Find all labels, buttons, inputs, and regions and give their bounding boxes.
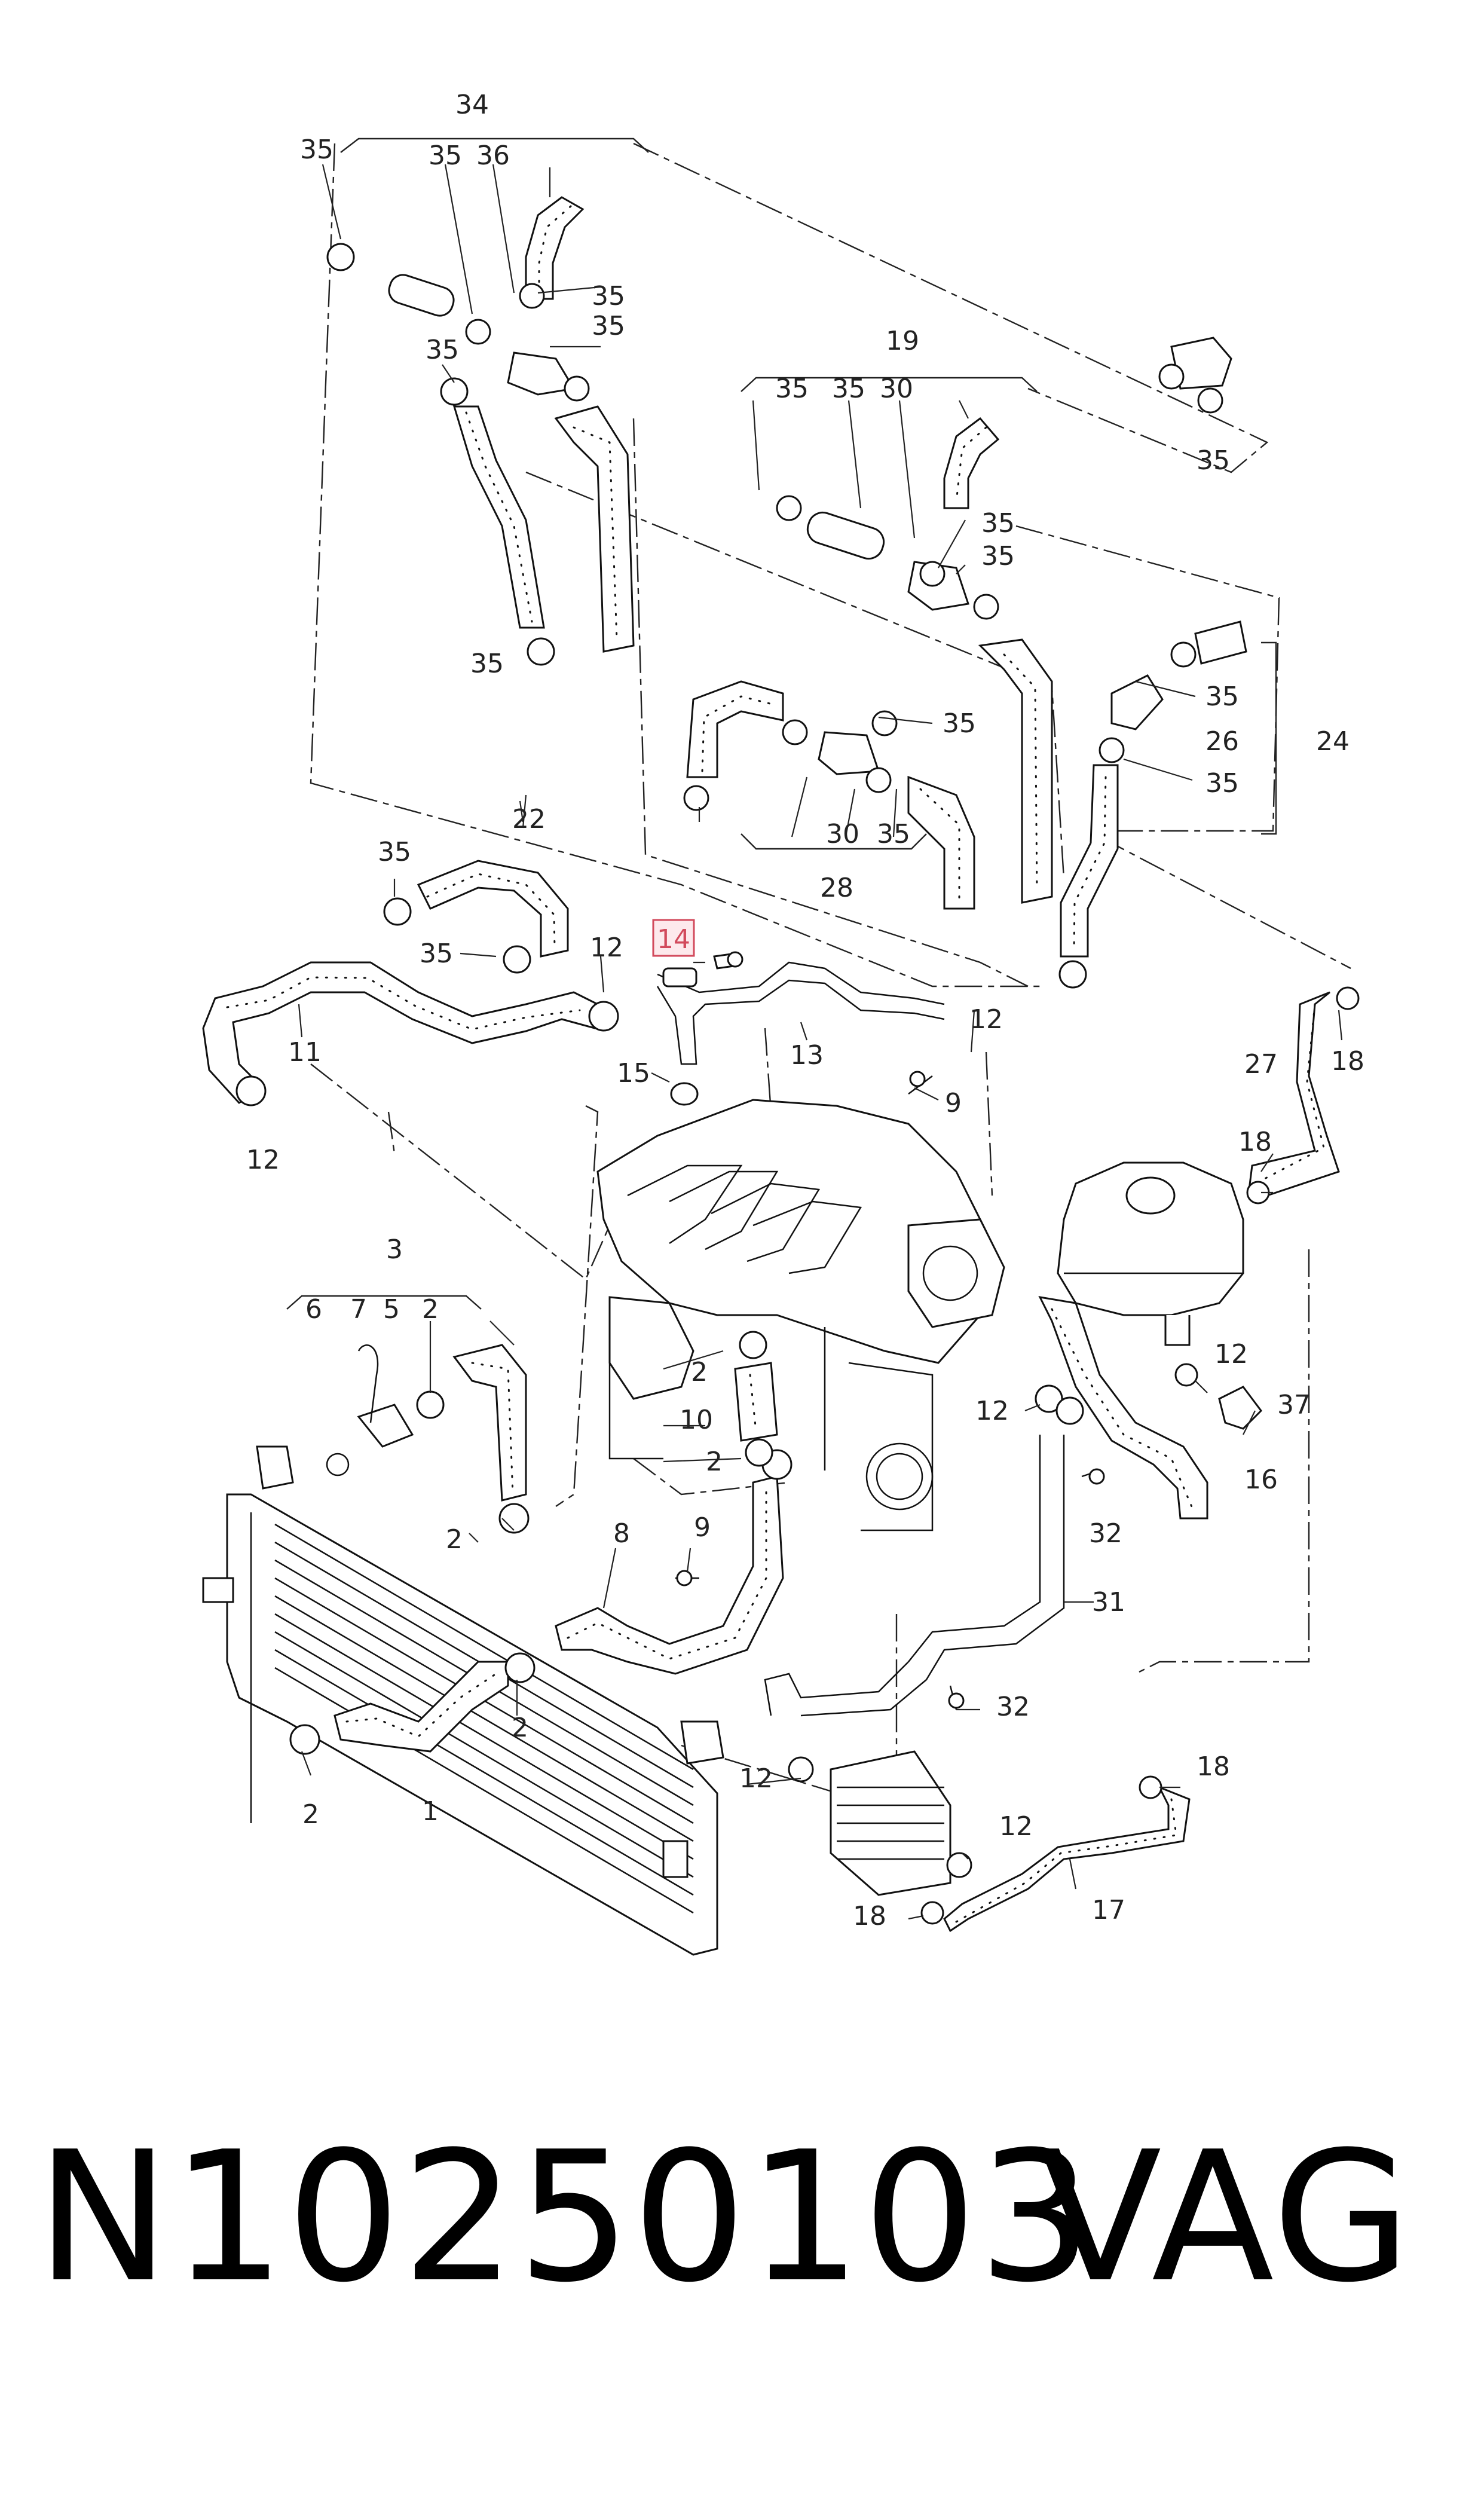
callout-18: 18 [1331, 1046, 1364, 1077]
callout-26: 26 [1205, 726, 1239, 757]
callout-2: 2 [446, 1524, 463, 1555]
callout-5: 5 [383, 1294, 400, 1325]
callout-16: 16 [1244, 1465, 1278, 1495]
callout-13: 13 [790, 1040, 824, 1071]
callout-35: 35 [877, 819, 910, 849]
callout-35: 35 [378, 837, 411, 867]
dashed-guide-lines [310, 142, 1351, 1812]
callout-2: 2 [512, 1713, 528, 1743]
brand-caption: VAG [1039, 2113, 1412, 2322]
hose-assembly-34 [326, 196, 635, 666]
hose-16 [1038, 1296, 1262, 1520]
callout-24: 24 [1316, 726, 1350, 757]
callout-31: 31 [1092, 1587, 1125, 1618]
callout-12: 12 [246, 1145, 280, 1175]
hose-27 [1246, 986, 1360, 1204]
callout-9: 9 [694, 1512, 711, 1543]
callout-22: 22 [512, 804, 546, 834]
callout-35: 35 [592, 311, 625, 341]
callout-32: 32 [1089, 1518, 1122, 1549]
callout-35: 35 [832, 374, 865, 404]
hose-assembly-19 [683, 417, 1053, 910]
callout-12: 12 [1214, 1339, 1248, 1369]
oil-cooler [788, 1750, 972, 1896]
highlighted-part-frame [652, 919, 695, 957]
callout-8: 8 [613, 1518, 630, 1549]
callout-35: 35 [429, 140, 462, 171]
pipe-31 [764, 1384, 1084, 1717]
leader-lines [298, 164, 1343, 1920]
hose-assembly-3 [326, 1344, 530, 1534]
callout-18: 18 [1197, 1751, 1230, 1782]
callout-18: 18 [1238, 1127, 1272, 1157]
callout-3: 3 [386, 1234, 403, 1265]
callout-35: 35 [981, 541, 1015, 571]
callout-labels: 34 35 35 36 35 35 35 35 19 35 35 30 35 3… [246, 90, 1364, 1931]
part-number-caption: N10250103 [36, 2113, 1094, 2322]
callout-12: 12 [969, 1004, 1003, 1035]
callout-6: 6 [305, 1294, 322, 1325]
callout-35: 35 [981, 508, 1015, 539]
callout-35: 35 [1205, 768, 1239, 799]
callout-18: 18 [853, 1901, 886, 1931]
group-brackets [286, 137, 1277, 1310]
hose-11 [202, 961, 619, 1106]
hose-assembly-22 [383, 860, 569, 974]
hose-10 [734, 1331, 778, 1467]
callout-14-highlighted: 14 [657, 924, 690, 955]
callout-15: 15 [617, 1058, 650, 1089]
hose-1 [289, 1652, 536, 1755]
callout-34: 34 [455, 90, 489, 120]
callout-2: 2 [691, 1357, 708, 1387]
hose-assembly-24 [1058, 337, 1247, 989]
callout-37: 37 [1277, 1390, 1311, 1420]
callout-7: 7 [350, 1294, 367, 1325]
callout-35: 35 [943, 708, 976, 739]
callout-1: 1 [422, 1796, 439, 1827]
callout-30: 30 [826, 819, 859, 849]
exploded-parts-diagram: 34 35 35 36 35 35 35 35 19 35 35 30 35 3… [202, 90, 1364, 1956]
callout-2: 2 [706, 1447, 723, 1477]
callout-35: 35 [775, 374, 809, 404]
callout-12: 12 [590, 933, 623, 963]
hose-17 [920, 1775, 1191, 1933]
callout-35: 35 [1205, 681, 1239, 712]
callout-27: 27 [1244, 1049, 1278, 1080]
callout-12: 12 [739, 1763, 773, 1794]
callout-17: 17 [1092, 1895, 1125, 1925]
callout-12: 12 [999, 1811, 1033, 1842]
bolts [675, 951, 1105, 1710]
callout-9: 9 [945, 1088, 962, 1118]
callout-12: 12 [975, 1396, 1009, 1426]
callout-36: 36 [476, 140, 510, 171]
expansion-tank [1057, 1161, 1244, 1346]
callout-35: 35 [426, 335, 459, 365]
callout-35: 35 [420, 938, 453, 969]
callout-11: 11 [288, 1037, 322, 1068]
callout-2: 2 [302, 1799, 319, 1830]
callout-19: 19 [886, 326, 919, 356]
callout-2: 2 [422, 1294, 439, 1325]
hose-8 [555, 1449, 793, 1675]
callout-28: 28 [820, 873, 853, 903]
callout-35: 35 [300, 134, 333, 165]
callout-10: 10 [680, 1405, 713, 1435]
callout-35: 35 [1197, 445, 1230, 476]
callout-30: 30 [880, 374, 913, 404]
callout-35: 35 [592, 281, 625, 311]
callout-35: 35 [470, 649, 504, 679]
engine-intake-manifold [596, 1099, 1005, 1531]
callout-32: 32 [996, 1692, 1030, 1722]
coolant-pipe-14-highlighted [656, 952, 945, 1106]
